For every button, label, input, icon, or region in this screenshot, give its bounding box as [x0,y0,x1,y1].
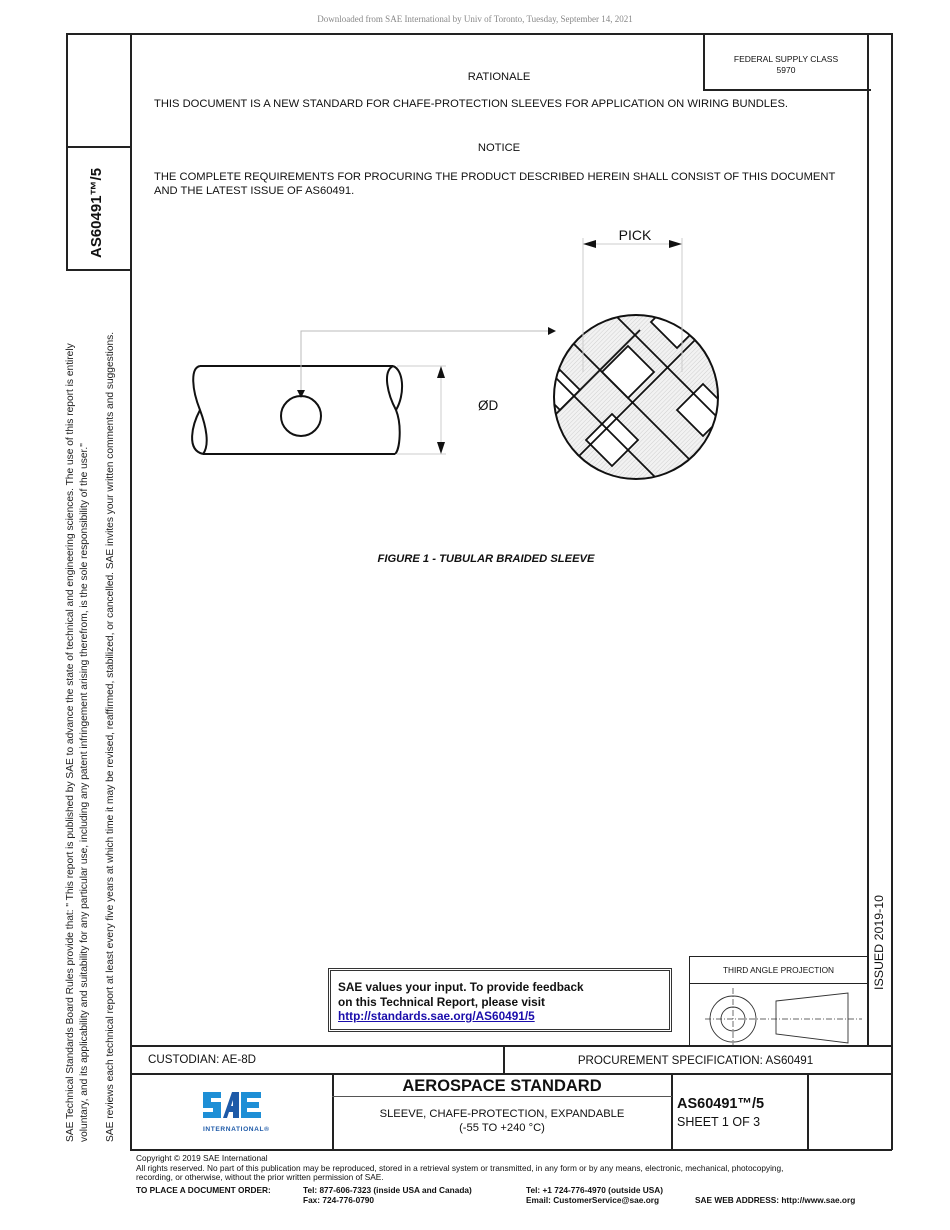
order-contact-domestic: Tel: 877-606-7323 (inside USA and Canada… [303,1185,472,1206]
description-line-2: (-55 TO +240 °C) [459,1122,545,1134]
third-angle-projection-symbol [705,988,862,1046]
feedback-line-2: on this Technical Report, please visit [338,994,545,1009]
federal-supply-class-label: FEDERAL SUPPLY CLASS [733,54,839,64]
download-banner: Downloaded from SAE International by Uni… [317,14,633,24]
rationale-heading: RATIONALE [467,71,531,83]
footer: Copyright © 2019 SAE International All r… [136,1153,896,1183]
third-angle-projection-title: THIRD ANGLE PROJECTION [722,965,835,975]
document-number: AS60491™/5 [677,1096,765,1112]
figure-caption: FIGURE 1 - TUBULAR BRAIDED SLEEVE [377,553,595,565]
diameter-label: ØD [478,398,499,413]
order-label: TO PLACE A DOCUMENT ORDER: [136,1185,271,1195]
email[interactable]: Email: CustomerService@sae.org [526,1194,660,1205]
fax: Fax: 724-776-0790 [303,1194,375,1205]
sidebar-legal-line-2: voluntary, and its applicability and sui… [79,443,90,1142]
feedback-link[interactable]: http://standards.sae.org/AS60491/5 [338,1009,535,1023]
sheet-number: SHEET 1 OF 3 [677,1115,761,1129]
web-address[interactable]: SAE WEB ADDRESS: http://www.sae.org [695,1195,856,1205]
tel-international: Tel: +1 724-776-4970 (outside USA) [526,1185,664,1195]
description: SLEEVE, CHAFE-PROTECTION, EXPANDABLE (-5… [333,1107,671,1135]
rationale-text: THIS DOCUMENT IS A NEW STANDARD FOR CHAF… [154,98,789,110]
sae-logo: INTERNATIONAL® [131,1074,332,1149]
federal-supply-class-value: 5970 [776,65,796,75]
diameter-dimension [397,365,446,455]
copyright: Copyright © 2019 SAE International [136,1153,268,1163]
procurement-specification: PROCUREMENT SPECIFICATION: AS60491 [577,1054,814,1067]
notice-heading: NOTICE [477,142,521,154]
tel-domestic: Tel: 877-606-7323 (inside USA and Canada… [303,1185,472,1195]
rights-line-2: recording, or otherwise, without the pri… [136,1172,384,1183]
issued-date: ISSUED 2019-10 [872,894,886,990]
sidebar-legal-line-1: SAE Technical Standards Board Rules prov… [65,343,76,1142]
custodian: CUSTODIAN: AE-8D [148,1053,257,1066]
order-contact-international: Tel: +1 724-776-4970 (outside USA) Email… [526,1185,664,1206]
notice-text: THE COMPLETE REQUIREMENTS FOR PROCURING … [154,171,836,197]
description-line-1: SLEEVE, CHAFE-PROTECTION, EXPANDABLE [379,1108,625,1120]
sleeve-side-view [191,365,403,455]
pick-dimension [582,238,683,372]
sae-logo-mark-icon [203,1092,261,1118]
sae-logo-subtitle: INTERNATIONAL® [203,1126,270,1133]
sidebar-legal-line-3: SAE reviews each technical report at lea… [105,331,116,1142]
feedback-line-1: SAE values your input. To provide feedba… [338,980,584,994]
tubular-braided-sleeve-figure [191,238,719,480]
detail-leader-line [300,330,555,395]
federal-supply-class: FEDERAL SUPPLY CLASS 5970 [704,54,868,76]
pick-label: PICK [618,227,652,243]
rights-line-1: All rights reserved. No part of this pub… [136,1162,784,1173]
braid-cross-section [554,315,718,479]
feedback-box: SAE values your input. To provide feedba… [328,968,672,1032]
sidebar-document-id: AS60491™/5 [88,167,105,258]
standard-type: AEROSPACE STANDARD [402,1077,602,1095]
